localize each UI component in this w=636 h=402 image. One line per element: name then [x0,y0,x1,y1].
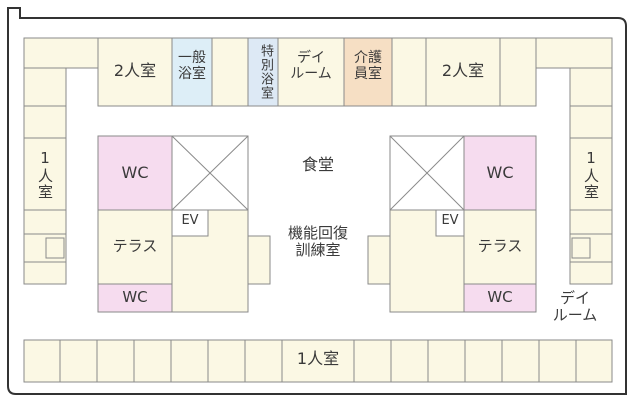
label-caregiver-room: 介護 員室 [354,50,382,83]
room-terrace-left [97,209,173,285]
label-dining-hall: 食堂 [301,155,334,174]
room-day-room-top [277,37,345,107]
room-storage-a [211,37,249,107]
room-special-bath [247,37,279,107]
room-left-4 [23,261,67,285]
label-single-room-left: 1人室 [36,148,54,200]
room-wc-lower-left [97,283,173,313]
label-terrace-left: テラス [112,237,158,255]
label-wc-lower-right: WC [487,288,513,306]
label-single-room-bottom: 1人室 [296,349,340,368]
label-wc-upper-left: WC [121,163,149,182]
label-terrace-right: テラス [477,237,523,255]
label-special-bath: 特別浴室 [258,44,273,100]
room-corner-tr-2 [569,67,613,107]
label-rehab-room: 機能回復 訓練室 [287,224,348,260]
room-right-4 [569,261,613,285]
room-two-person-left [97,37,173,107]
room-right-single [569,137,613,211]
room-left-2 [23,209,67,235]
room-ev-left [171,209,209,237]
room-left-block-side [247,235,271,285]
bottom-room-band [23,339,613,383]
label-day-room-bottom: デイ ルーム [552,289,598,325]
room-caregiver [343,37,393,107]
room-left-single [23,137,67,211]
room-corner-tl-1 [23,37,99,69]
room-right-block-side [367,235,391,285]
label-ev-right: EV [441,213,459,228]
label-ev-left: EV [181,213,199,228]
room-storage-c [499,37,537,107]
room-wc-lower-right [463,283,537,313]
label-two-person-room-left: 2人室 [113,61,157,80]
label-single-room-right: 1人室 [582,148,600,200]
label-general-bath: 一般 浴室 [178,50,206,83]
room-right-1 [569,105,613,139]
label-day-room-top: デイ ルーム [290,50,332,83]
room-general-bath [171,37,213,107]
room-storage-b [391,37,427,107]
room-corner-tl-2 [23,67,67,107]
label-wc-upper-right: WC [486,163,514,182]
room-left-niche [45,237,65,259]
room-right-niche [571,237,591,259]
room-right-2 [569,209,613,235]
room-terrace-right [463,209,537,285]
room-wc-upper-left [97,135,173,211]
room-corner-tr-1 [535,37,613,69]
label-two-person-room-right: 2人室 [441,61,485,80]
label-wc-lower-left: WC [122,288,148,306]
room-left-1 [23,105,67,139]
